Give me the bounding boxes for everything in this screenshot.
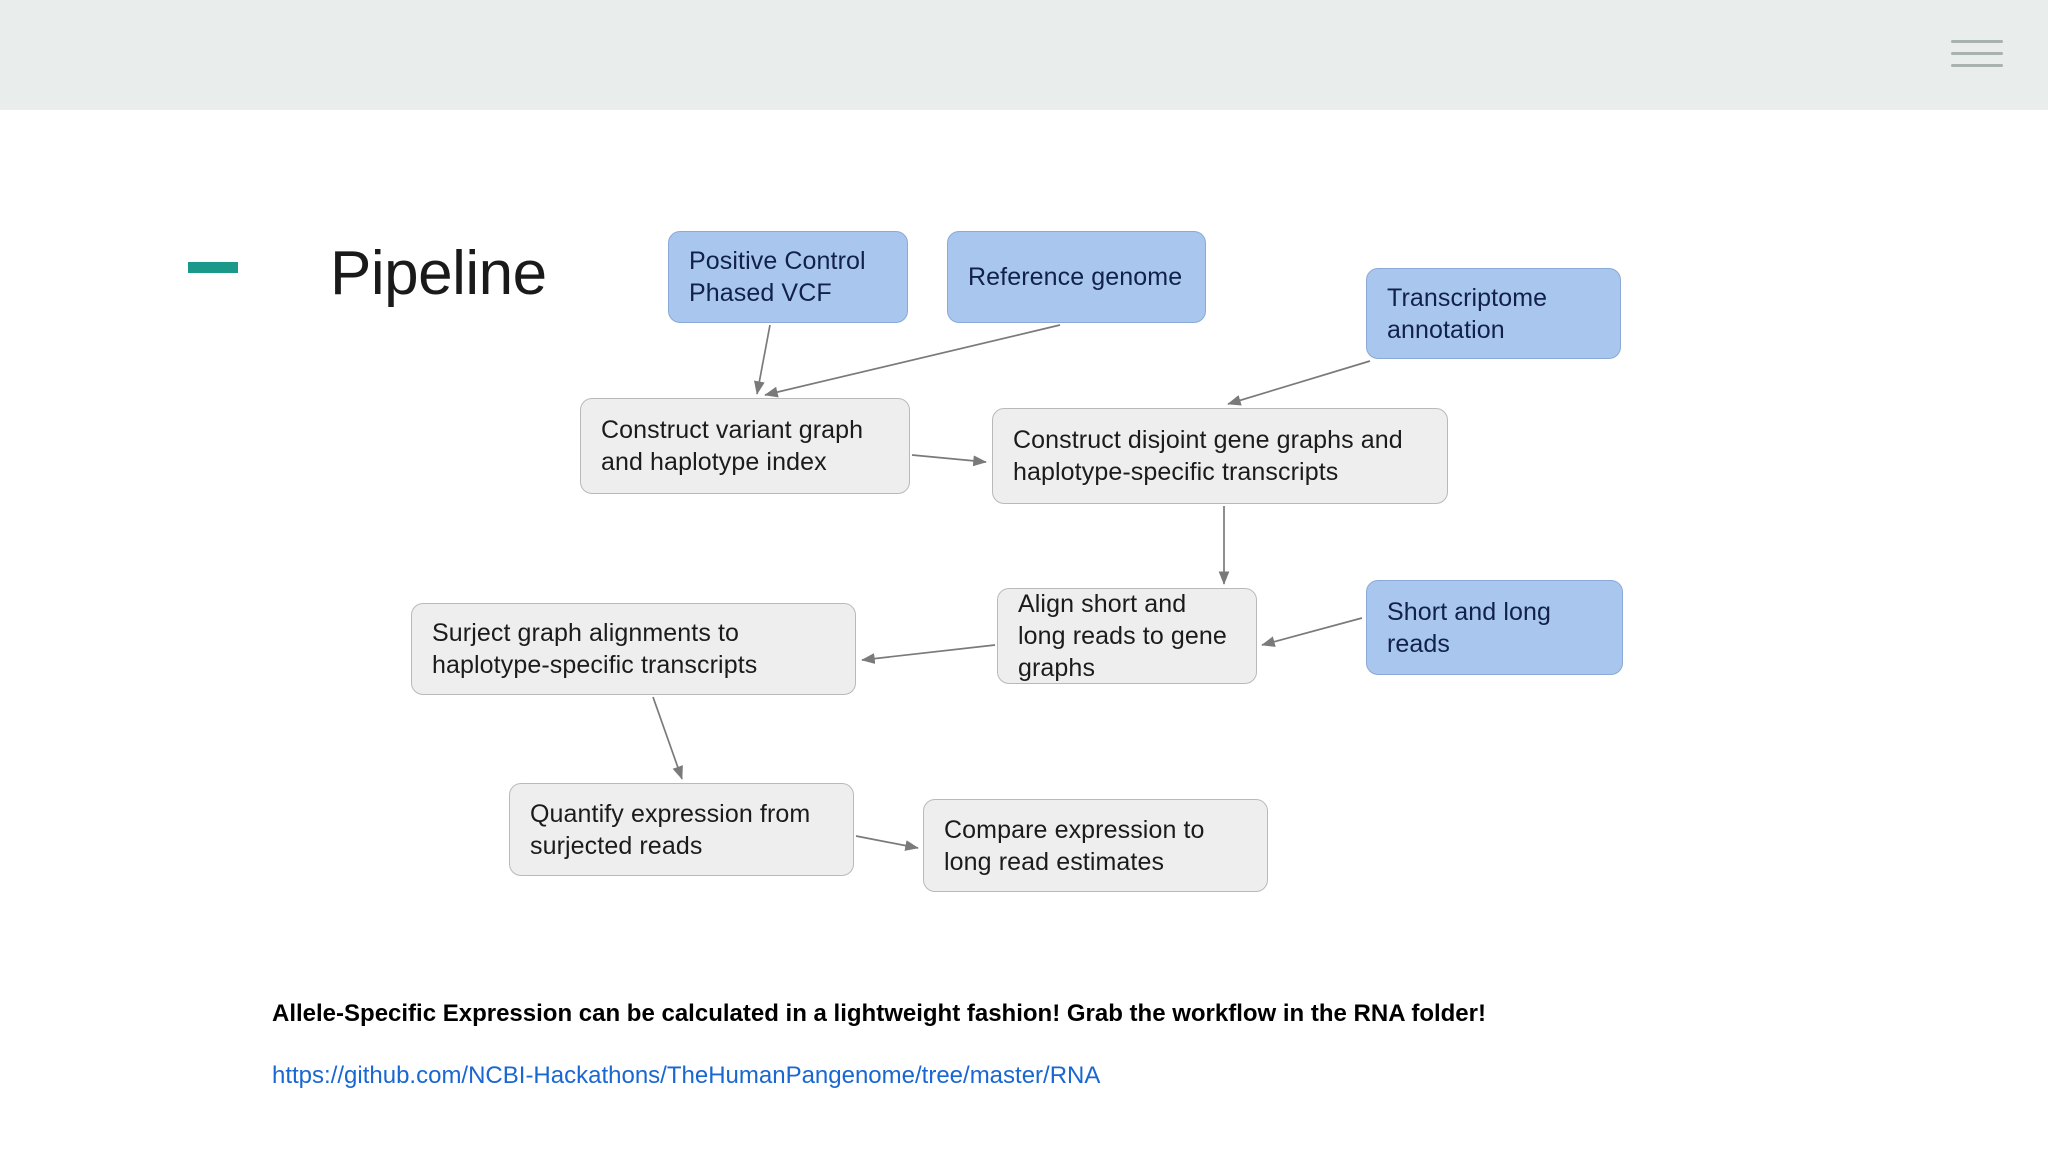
edge-vcf-to-variant-graph xyxy=(754,324,771,395)
node-construct-variant-graph[interactable]: Construct variant graph and haplotype in… xyxy=(580,398,910,494)
hamburger-line xyxy=(1951,64,2003,67)
edge-variant-graph-to-disjoint xyxy=(911,454,987,467)
edge-reads-to-align xyxy=(1261,617,1363,647)
node-quantify-expression[interactable]: Quantify expression from surjected reads xyxy=(509,783,854,876)
node-construct-disjoint-gene-graphs[interactable]: Construct disjoint gene graphs and haplo… xyxy=(992,408,1448,504)
edge-surject-to-quantify xyxy=(652,696,683,780)
hamburger-line xyxy=(1951,40,2003,43)
node-align-reads-to-gene-graphs[interactable]: Align short and long reads to gene graph… xyxy=(997,588,1257,684)
hamburger-line xyxy=(1951,52,2003,55)
footer-note-text: Allele-Specific Expression can be calcul… xyxy=(272,1000,1486,1027)
edge-transcriptome-to-disjoint xyxy=(1227,360,1371,406)
node-reference-genome[interactable]: Reference genome xyxy=(947,231,1206,323)
title-accent-dash xyxy=(188,262,238,273)
node-positive-control-phased-vcf[interactable]: Positive Control Phased VCF xyxy=(668,231,908,323)
node-surject-graph-alignments[interactable]: Surject graph alignments to haplotype-sp… xyxy=(411,603,856,695)
node-transcriptome-annotation[interactable]: Transcriptome annotation xyxy=(1366,268,1621,359)
page-title: Pipeline xyxy=(330,239,547,308)
top-header-bar xyxy=(0,0,2048,110)
github-repo-link[interactable]: https://github.com/NCBI-Hackathons/TheHu… xyxy=(272,1062,1101,1089)
node-compare-expression[interactable]: Compare expression to long read estimate… xyxy=(923,799,1268,892)
node-short-and-long-reads[interactable]: Short and long reads xyxy=(1366,580,1623,675)
hamburger-menu-icon[interactable] xyxy=(1951,40,2003,72)
edge-quantify-to-compare xyxy=(855,835,919,851)
edge-align-to-surject xyxy=(861,644,996,664)
edge-refgenome-to-variant-graph xyxy=(764,324,1061,398)
